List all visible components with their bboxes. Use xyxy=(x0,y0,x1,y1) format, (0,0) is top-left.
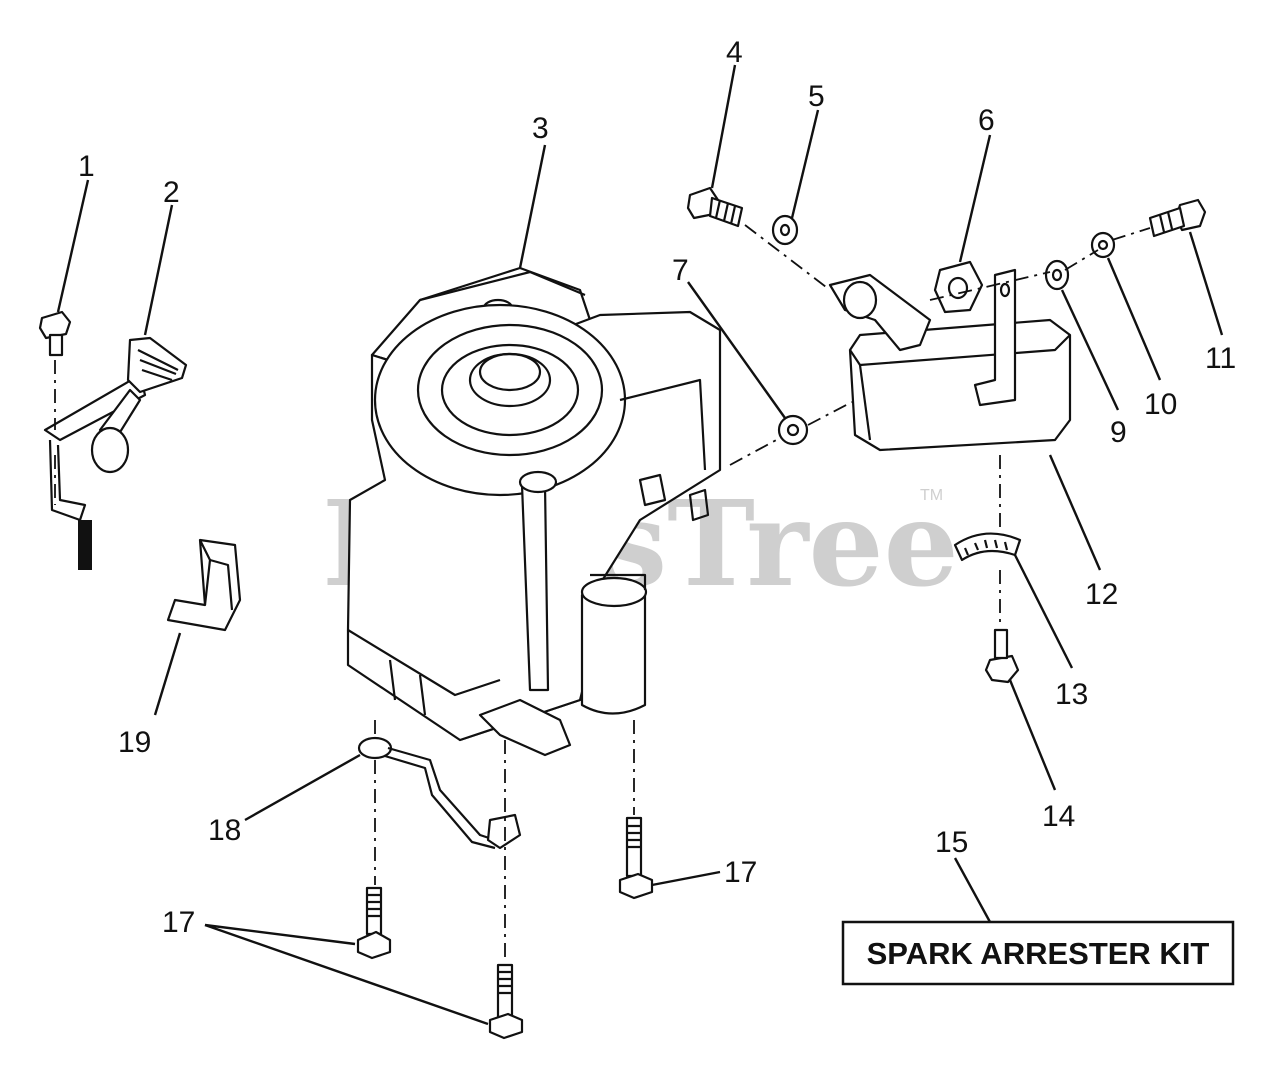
leader-lines xyxy=(56,64,1224,1026)
callout-18: 18 xyxy=(208,814,241,847)
nut-part-7[interactable] xyxy=(777,414,809,446)
callout-9: 9 xyxy=(1110,416,1127,449)
bolt-part-17-center[interactable] xyxy=(488,963,524,1040)
bolt-part-17-right[interactable] xyxy=(618,816,654,900)
washer-part-5[interactable] xyxy=(771,214,799,246)
bracket-part-19[interactable] xyxy=(166,538,242,632)
callout-19: 19 xyxy=(118,726,151,759)
washer-part-9[interactable] xyxy=(1044,259,1070,291)
callout-3: 3 xyxy=(532,112,549,145)
callout-2: 2 xyxy=(163,176,180,209)
drain-tube-part-18[interactable] xyxy=(357,736,522,850)
bolt-part-4[interactable] xyxy=(686,186,744,228)
callout-7: 7 xyxy=(672,254,689,287)
callout-13: 13 xyxy=(1055,678,1088,711)
engine-part-3[interactable] xyxy=(346,266,722,757)
callout-1: 1 xyxy=(78,150,95,183)
callout-17-left: 17 xyxy=(162,906,195,939)
washer-part-10[interactable] xyxy=(1090,231,1116,259)
kit-box-label: SPARK ARRESTER KIT xyxy=(867,936,1210,971)
callout-11: 11 xyxy=(1205,342,1236,375)
screw-part-14[interactable] xyxy=(984,628,1020,684)
bolt-part-1[interactable] xyxy=(38,310,72,357)
gasket-part-6[interactable] xyxy=(933,260,984,314)
watermark-trademark: TM xyxy=(920,487,943,504)
callout-4: 4 xyxy=(726,36,743,69)
callout-14: 14 xyxy=(1042,800,1075,833)
muffler-part-12[interactable] xyxy=(828,268,1072,452)
callout-5: 5 xyxy=(808,80,825,113)
callout-6: 6 xyxy=(978,104,995,137)
bolt-part-17-left[interactable] xyxy=(356,886,392,960)
spark-arrester-part-13[interactable] xyxy=(953,532,1022,562)
spark-arrester-kit-box[interactable]: SPARK ARRESTER KIT xyxy=(841,920,1235,986)
callout-15: 15 xyxy=(935,826,968,859)
callout-10: 10 xyxy=(1144,388,1177,421)
throttle-control-part-2[interactable] xyxy=(43,336,188,570)
bolt-part-11[interactable] xyxy=(1148,198,1207,238)
callout-12: 12 xyxy=(1085,578,1118,611)
callout-17-right: 17 xyxy=(724,856,757,889)
